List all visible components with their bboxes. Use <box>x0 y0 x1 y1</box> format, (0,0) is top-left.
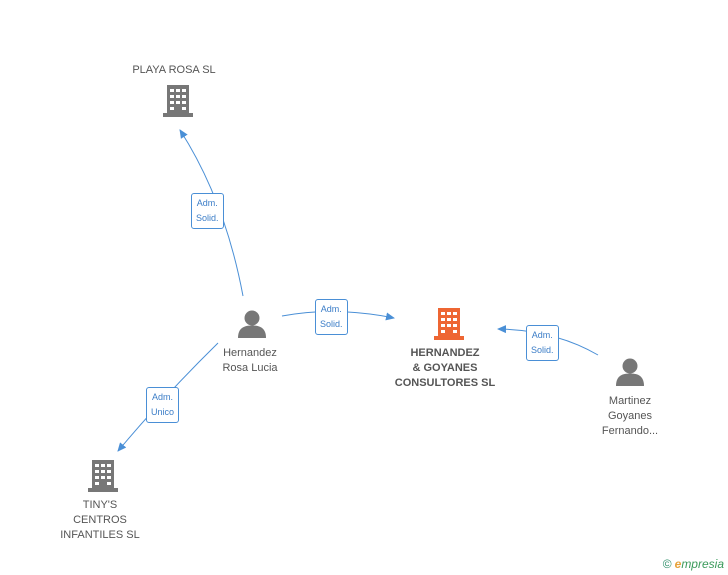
building-icon[interactable] <box>88 460 118 492</box>
node-label-hernandez-rosa[interactable]: Hernandez Rosa Lucia <box>222 347 278 374</box>
copyright-icon: © <box>662 557 672 571</box>
node-label-martinez[interactable]: Martinez Goyanes Fernando... <box>601 395 659 437</box>
building-icon[interactable] <box>434 308 464 340</box>
brand-watermark: ©empresia <box>663 557 724 571</box>
relation-badge: Adm. Unico <box>146 387 180 423</box>
building-icon[interactable] <box>163 85 193 117</box>
brand-name: mpresia <box>681 557 724 571</box>
relation-badge: Adm. Solid. <box>315 299 348 335</box>
person-icon[interactable] <box>616 358 644 387</box>
brand-initial: e <box>674 557 682 571</box>
relation-badge: Adm. Solid. <box>191 193 224 229</box>
node-label-tinys[interactable]: TINY'S CENTROS INFANTILES SL <box>60 499 140 541</box>
node-label-playa-rosa[interactable]: PLAYA ROSA SL <box>132 64 216 76</box>
node-label-hernandez-goyanes[interactable]: HERNANDEZ & GOYANES CONSULTORES SL <box>394 347 496 389</box>
person-icon[interactable] <box>238 310 266 339</box>
relation-badge: Adm. Solid. <box>526 325 559 361</box>
